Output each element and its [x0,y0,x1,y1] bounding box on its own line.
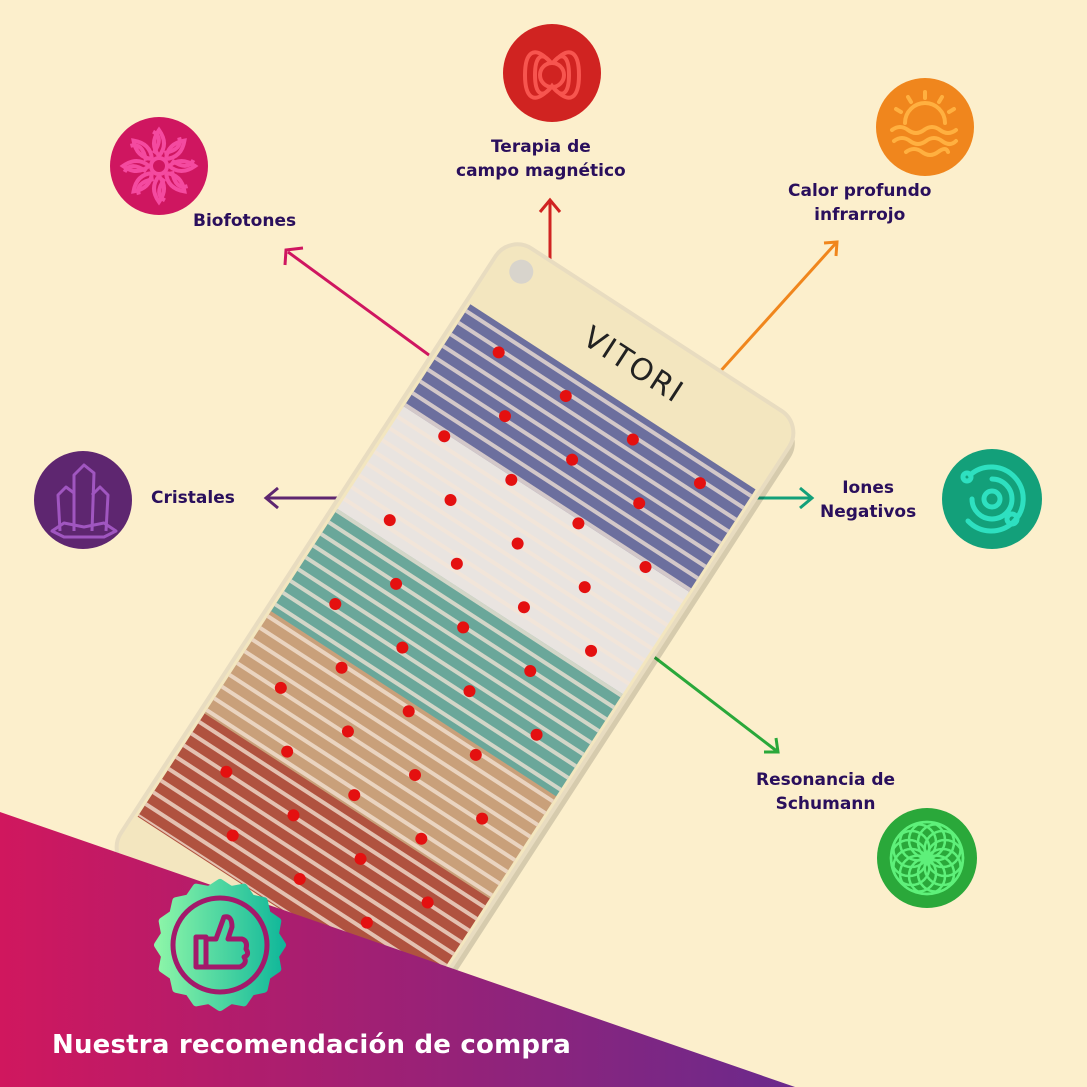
red-led-dot [585,644,598,657]
red-led-dot [438,430,451,443]
red-led-dot [293,873,306,886]
iones-icon-circle [942,449,1042,549]
vitori-mat: VITORI [114,242,796,1047]
red-led-dot [341,725,354,738]
sun-waves-icon [890,90,958,157]
red-led-dot [492,346,505,359]
red-led-dot [469,748,482,761]
red-led-dot [281,745,294,758]
red-led-dot [572,517,585,530]
lotus-icon [119,126,199,206]
label-line: Resonancia de [756,770,896,790]
red-led-dot [530,728,543,741]
red-led-dot [360,916,373,929]
crystals-icon [50,463,118,539]
red-led-dot [505,473,518,486]
label-line: infrarrojo [814,205,906,225]
red-led-dot [226,829,239,842]
red-led-dot [335,661,348,674]
label-infrarrojo: Calor profundo infrarrojo [788,179,931,227]
label-line: Biofotones [193,211,297,231]
red-led-dot [329,597,342,610]
red-led-dot [626,433,639,446]
infrarrojo-icon-circle [876,78,974,176]
red-led-dot [463,685,476,698]
red-led-dot [499,410,512,423]
red-led-dot [524,664,537,677]
red-led-dot [220,765,233,778]
red-led-dot [383,514,396,527]
red-led-dot [476,812,489,825]
flower-of-life-icon [889,820,965,896]
label-line: Cristales [151,488,235,508]
label-magnetico: Terapia de campo magnético [456,135,626,183]
recommendation-banner [0,812,795,1087]
recommendation-title: Nuestra recomendación de compra [52,1030,571,1060]
thumbs-up-icon [193,914,251,970]
recommendation-badge [154,879,286,1011]
red-led-dots [220,346,706,929]
red-led-dot [390,577,403,590]
red-led-dot [421,896,434,909]
label-line: Calor profundo [788,181,932,201]
schumann-icon-circle [877,808,977,908]
red-led-dot [450,557,463,570]
red-led-dot [396,641,409,654]
red-led-dot [566,453,579,466]
red-led-dot [354,852,367,865]
badge-scallop-shape [154,879,286,1011]
label-line: Schumann [775,794,876,814]
red-led-dot [444,493,457,506]
label-cristales: Cristales [151,486,235,510]
red-led-dot [274,681,287,694]
label-line: Negativos [820,502,917,522]
red-led-dot [457,621,470,634]
mat-power-button[interactable] [505,255,538,288]
red-led-dot [415,832,428,845]
cristales-icon-circle [34,451,132,549]
label-iones: Iones Negativos [820,476,916,524]
arrow-infrarrojo [715,240,839,377]
label-biofotones: Biofotones [193,209,296,233]
magnetic-field-icon [522,50,582,100]
label-schumann: Resonancia de Schumann [756,768,895,816]
label-line: Iones [842,478,894,498]
orbit-icon [960,464,1026,534]
arrow-schumann [644,648,780,754]
red-led-dot [287,809,300,822]
red-led-dot [578,581,591,594]
red-led-dot [402,705,415,718]
red-led-dot [633,497,646,510]
red-led-dot [559,389,572,402]
label-line: campo magnético [456,161,626,181]
magnetico-icon-circle [503,24,601,122]
biofotones-icon-circle [110,117,208,215]
red-led-dot [517,601,530,614]
red-led-dot [639,560,652,573]
label-line: Terapia de [490,137,591,157]
red-led-dot [348,789,361,802]
red-led-dot [511,537,524,550]
red-led-dot [693,477,706,490]
red-led-dot [409,769,422,782]
